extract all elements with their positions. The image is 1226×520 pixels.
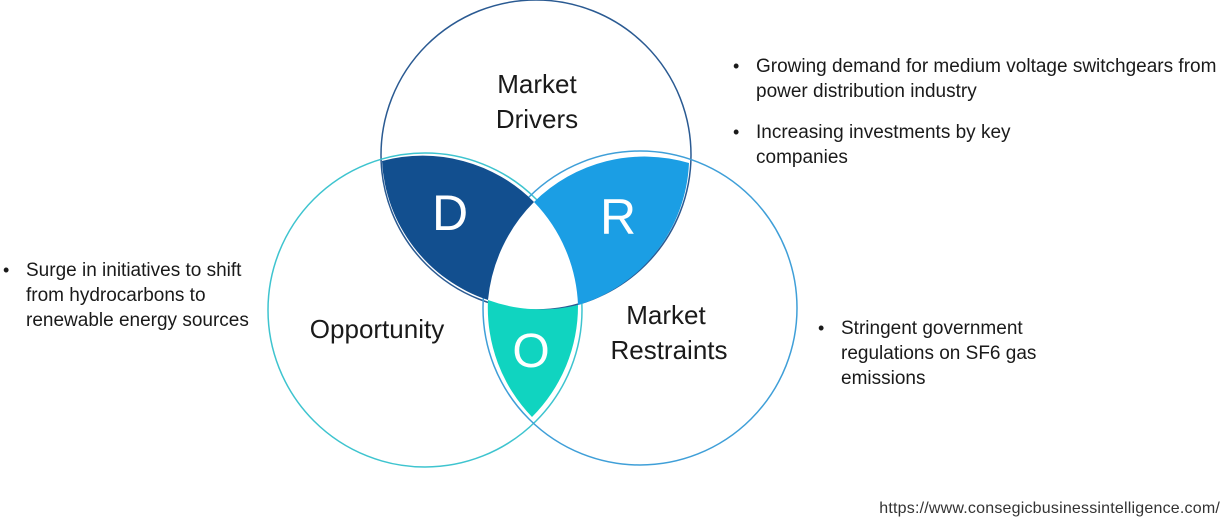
segment-r-drivers-restraints <box>534 156 689 305</box>
segment-o-letter: O <box>512 325 549 378</box>
drivers-bullet-item: Increasing investments by key companies <box>730 120 1220 170</box>
segment-r-letter: R <box>600 189 636 245</box>
opportunity-label: Opportunity <box>310 314 444 344</box>
restraints-bullet-item: Stringent government regulations on SF6 … <box>815 316 1115 391</box>
opportunity-bullet-list: Surge in initiatives to shift from hydro… <box>0 258 262 349</box>
restraints-circle <box>482 150 798 466</box>
drivers-bullet-list: Growing demand for medium voltage switch… <box>730 54 1220 186</box>
opportunity-circle <box>267 152 583 468</box>
restraints-bullet-list: Stringent government regulations on SF6 … <box>815 316 1115 407</box>
segment-d-letter: D <box>432 185 468 241</box>
drivers-bullet-item: Growing demand for medium voltage switch… <box>730 54 1220 104</box>
segment-o-opportunity-restraints <box>487 300 579 417</box>
segment-d-drivers-opportunity <box>382 155 534 300</box>
drivers-label-line1: Market <box>497 69 577 99</box>
restraints-label-line2: Restraints <box>610 335 727 365</box>
restraints-label-line1: Market <box>626 300 706 330</box>
drivers-label-line2: Drivers <box>496 104 578 134</box>
opportunity-bullet-item: Surge in initiatives to shift from hydro… <box>0 258 262 333</box>
source-url: https://www.consegicbusinessintelligence… <box>879 500 1220 517</box>
